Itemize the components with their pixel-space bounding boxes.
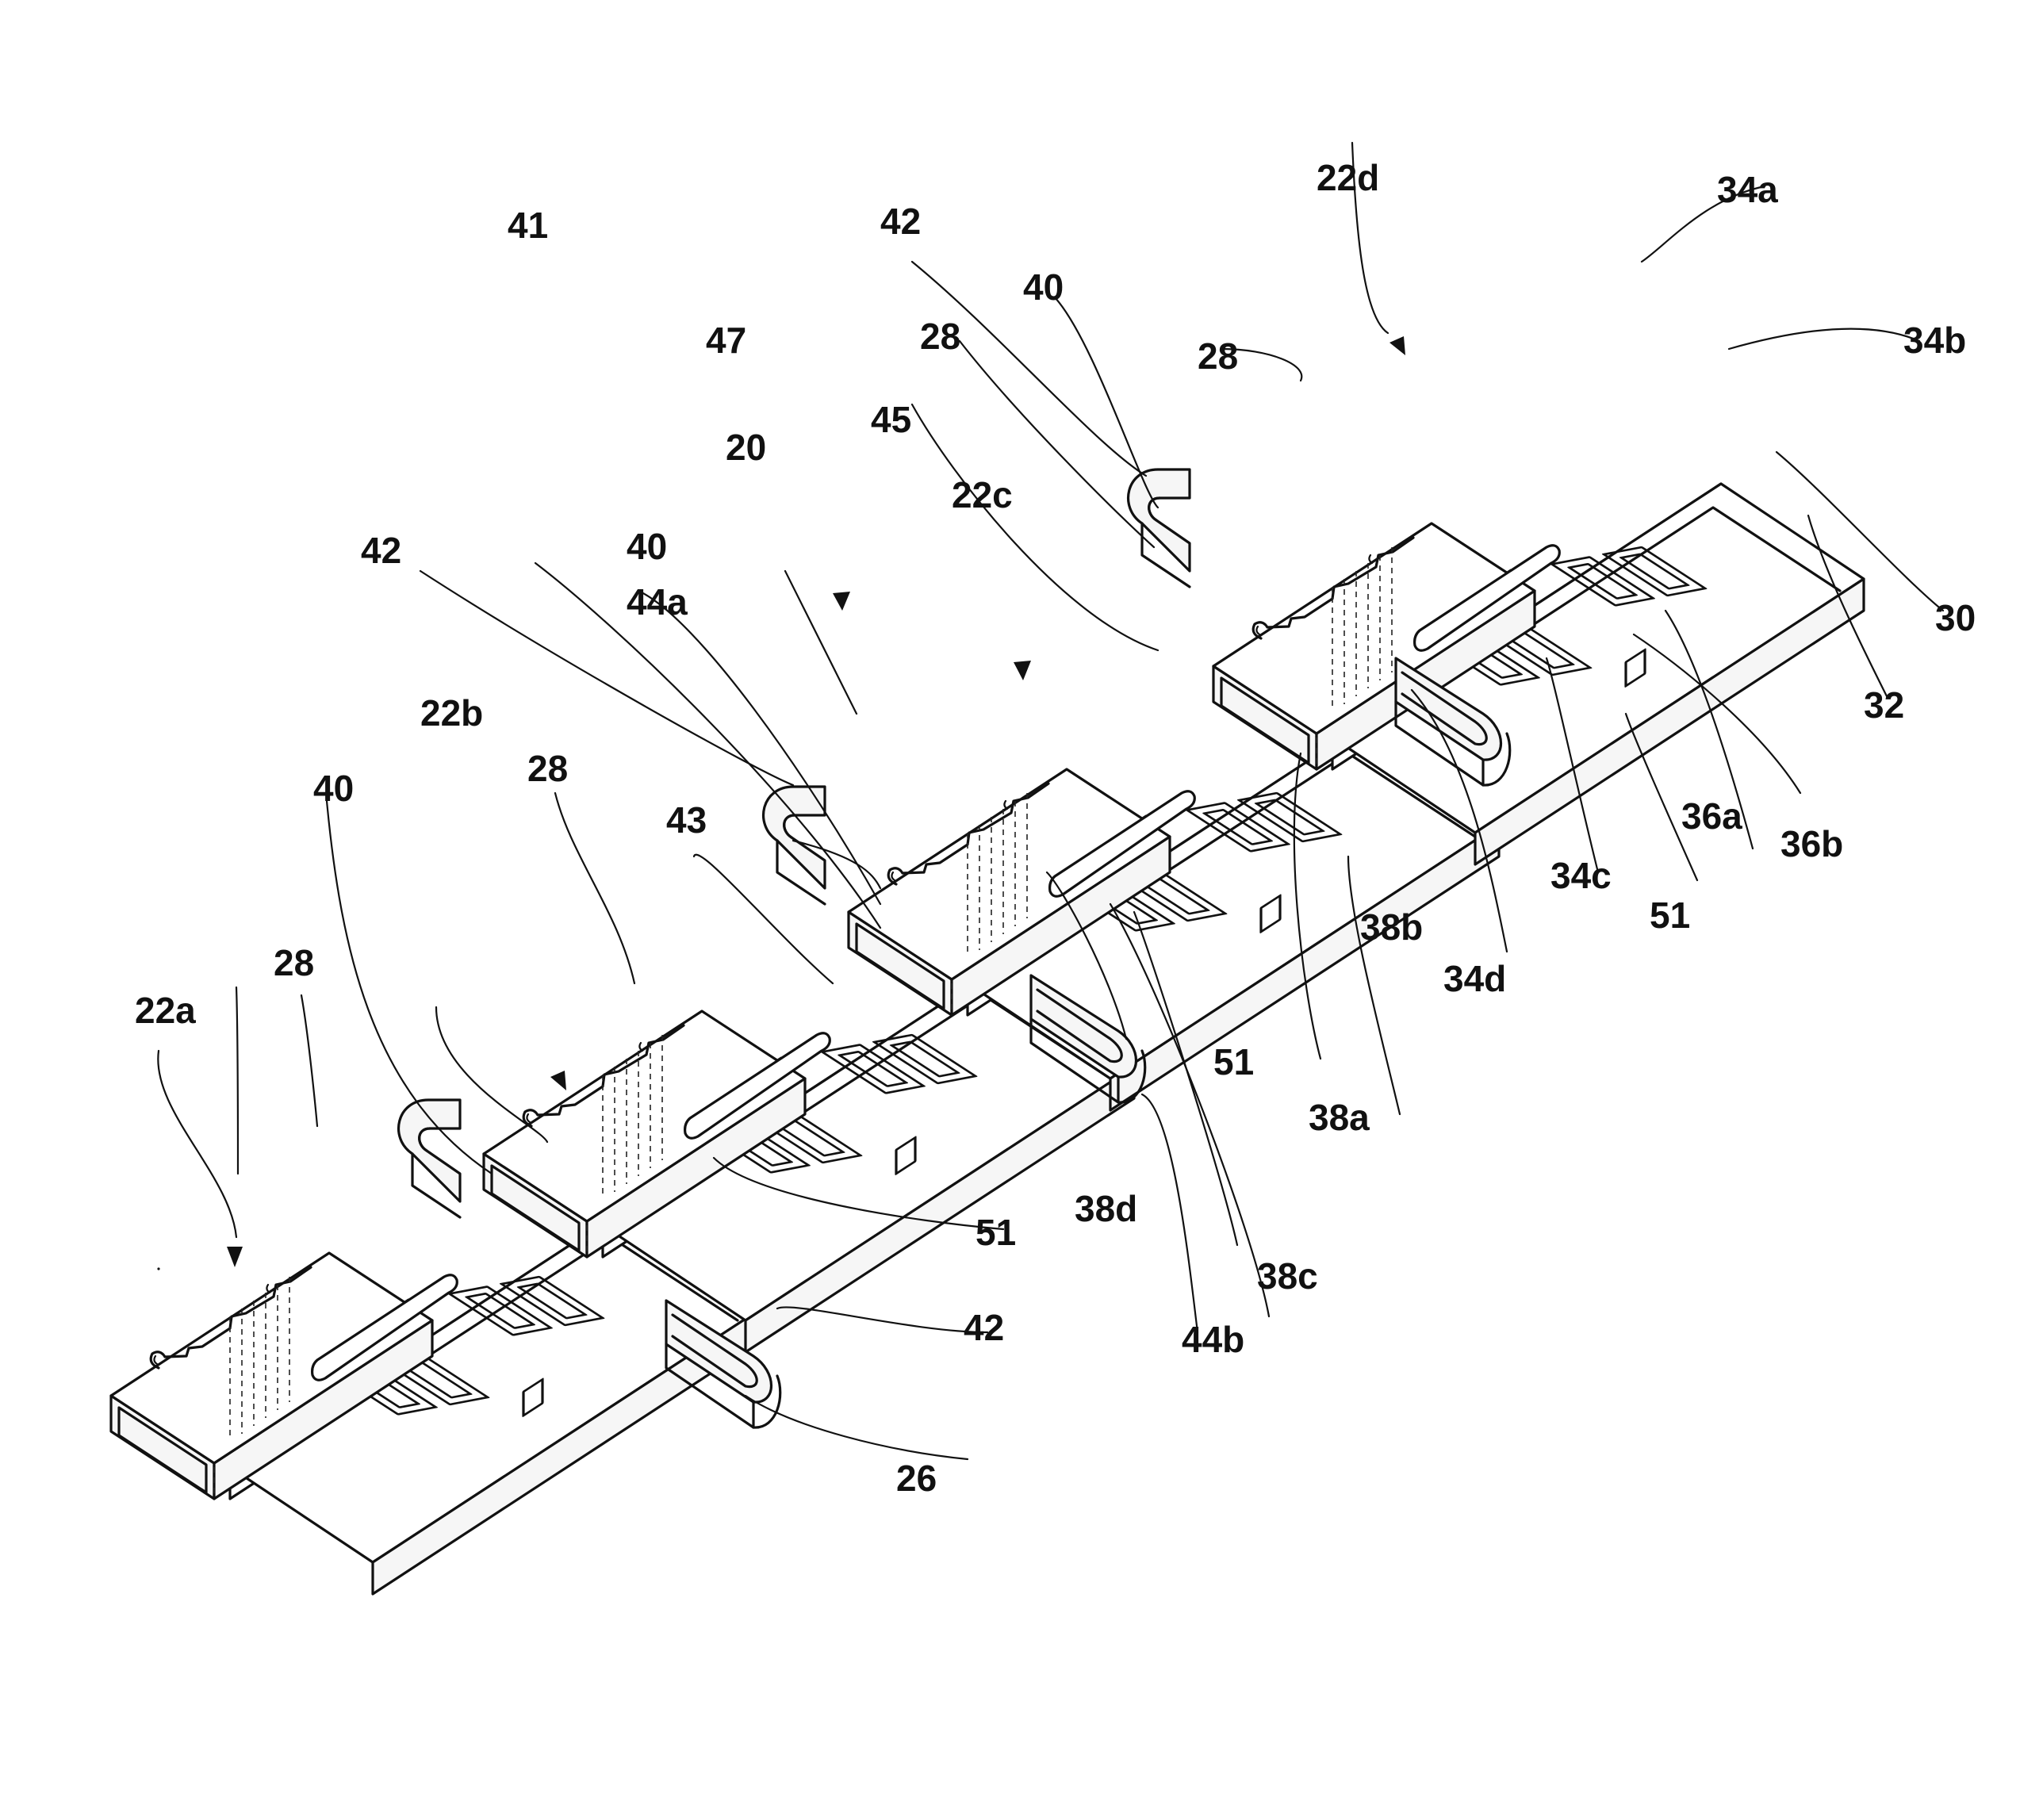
- arrow-22b-icon: [550, 1071, 566, 1090]
- label-38b: 38b: [1360, 906, 1423, 948]
- label-43: 43: [666, 799, 707, 841]
- label-28-a: 28: [274, 942, 314, 983]
- label-28-c: 28: [920, 316, 960, 357]
- arrow-20-icon: [833, 592, 850, 611]
- label-44a: 44a: [627, 581, 688, 623]
- label-40-b: 40: [627, 526, 667, 567]
- arrow-22c-icon: [1014, 661, 1031, 680]
- label-34b: 34b: [1903, 320, 1966, 361]
- label-34d: 34d: [1443, 958, 1506, 999]
- label-38a: 38a: [1309, 1097, 1370, 1138]
- label-45: 45: [871, 399, 911, 440]
- label-38d: 38d: [1075, 1188, 1137, 1229]
- u-bend-40-mid: [764, 787, 825, 904]
- label-20: 20: [726, 427, 766, 468]
- label-32: 32: [1864, 684, 1904, 726]
- label-28-b: 28: [527, 748, 568, 789]
- label-34c: 34c: [1550, 855, 1612, 896]
- label-26: 26: [896, 1458, 937, 1499]
- label-51-c: 51: [976, 1212, 1016, 1253]
- label-47: 47: [706, 320, 746, 361]
- label-36b: 36b: [1780, 823, 1843, 864]
- arrow-22d-icon: [1389, 336, 1405, 355]
- label-36a: 36a: [1681, 795, 1742, 837]
- label-41: 41: [508, 205, 548, 246]
- label-30: 30: [1935, 597, 1976, 638]
- label-44b: 44b: [1182, 1319, 1244, 1360]
- label-22d: 22d: [1317, 157, 1379, 198]
- label-22c: 22c: [952, 474, 1013, 515]
- arrow-22a-icon: [227, 1247, 243, 1267]
- label-40-a: 40: [313, 768, 354, 809]
- u-bend-40-upper: [1129, 469, 1190, 587]
- label-28-d: 28: [1198, 335, 1238, 377]
- label-22a: 22a: [135, 990, 196, 1031]
- label-51-b: 51: [1213, 1041, 1254, 1082]
- label-34a: 34a: [1717, 169, 1778, 210]
- label-38c: 38c: [1257, 1255, 1318, 1297]
- module-22a: [111, 1213, 761, 1594]
- label-51-a: 51: [1650, 895, 1690, 936]
- label-42-c: 42: [964, 1307, 1004, 1348]
- label-42-a: 42: [361, 530, 401, 571]
- label-42-b: 42: [880, 201, 921, 242]
- label-40-c: 40: [1023, 266, 1064, 308]
- label-22b: 22b: [420, 692, 483, 734]
